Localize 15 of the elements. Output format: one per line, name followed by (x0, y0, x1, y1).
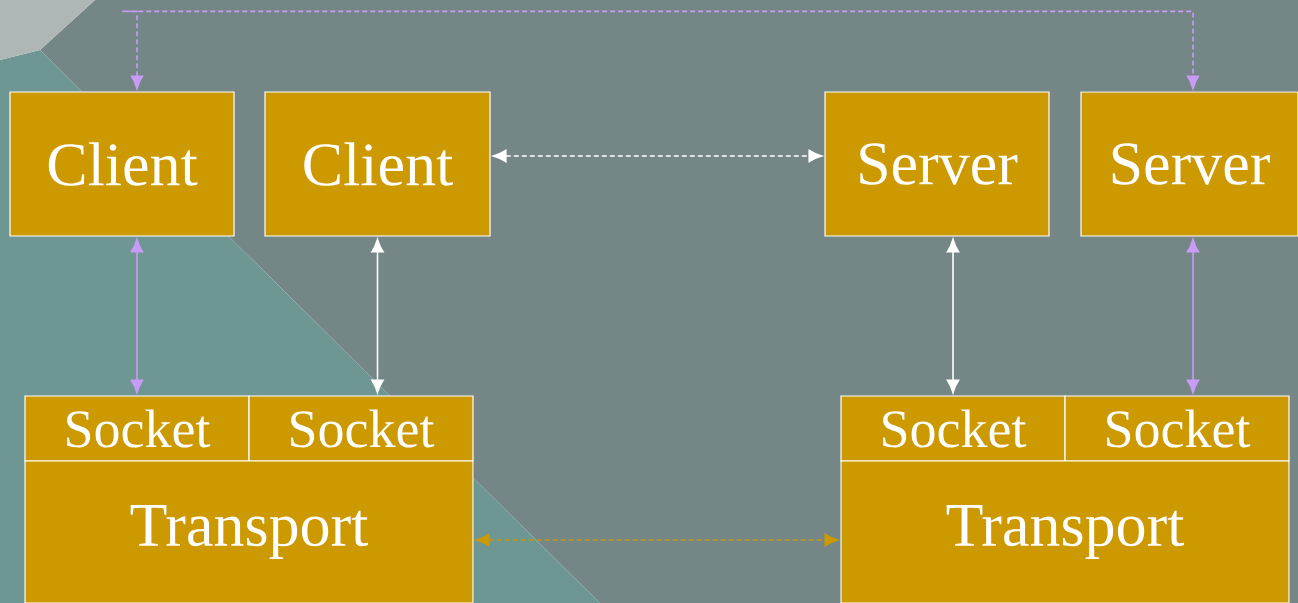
socket-box: Socket (248, 395, 474, 462)
arrow (130, 238, 144, 394)
arrow (371, 238, 384, 394)
arrow (492, 149, 823, 163)
arrow (121, 10, 1200, 90)
server-box: Server (1080, 91, 1298, 237)
arrow (1186, 238, 1200, 394)
client-box: Client (264, 91, 491, 237)
arrow (946, 238, 960, 394)
socket-box: Socket (24, 395, 250, 462)
socket-box: Socket (840, 395, 1066, 462)
arrow (475, 533, 839, 547)
client-box: Client (9, 91, 235, 237)
socket-box: Socket (1064, 395, 1290, 462)
server-box: Server (824, 91, 1050, 237)
